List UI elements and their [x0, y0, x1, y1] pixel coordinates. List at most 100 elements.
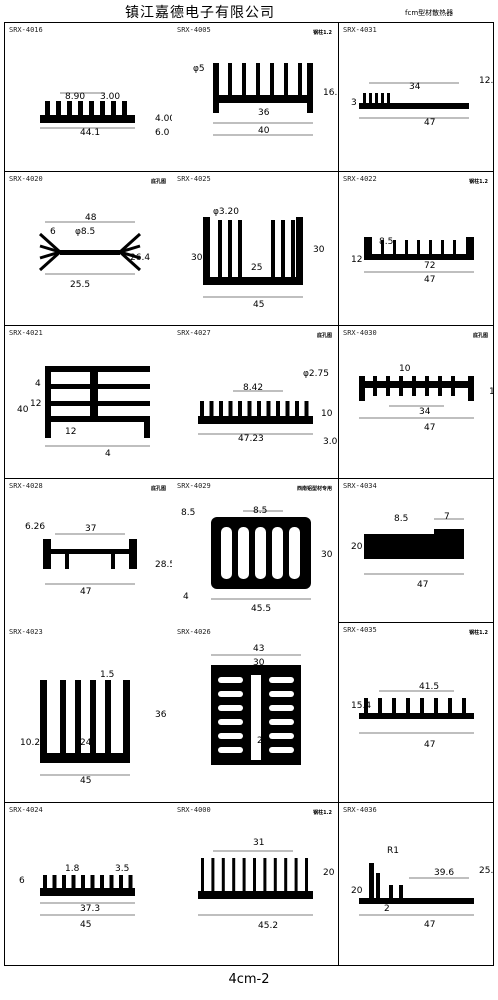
dimension-label: 8.5 — [181, 508, 195, 518]
dimension-label: φ3.20 — [213, 207, 239, 217]
dimension-label: 47 — [417, 580, 428, 590]
product-note: 底孔图 — [150, 179, 166, 185]
product-code: SRX-4025 — [177, 175, 211, 183]
dimension-label: 40 — [258, 126, 270, 136]
dimension-label: 43 — [253, 644, 264, 654]
product-cell: SRX-4034 8.5 7 20 47 — [339, 479, 494, 622]
dimension-label: 2 — [384, 904, 390, 914]
product-code: SRX-4030 — [343, 329, 377, 337]
dimension-label: 1.8 — [65, 864, 80, 874]
dimension-label: 4 — [35, 379, 41, 389]
dimension-label: 4 — [105, 449, 111, 459]
dimension-label: R1 — [387, 846, 399, 856]
heatsink-profile-drawing: 8.5 8.5 45.5 30 4 — [181, 506, 333, 614]
dimension-label: 8.5 — [394, 514, 408, 524]
product-code: SRX-4027 — [177, 329, 211, 337]
dimension-label: 4 — [183, 592, 189, 602]
dimension-label: 47 — [424, 423, 435, 433]
dimension-label: 20 — [323, 868, 335, 878]
dimension-label: 47.23 — [238, 434, 264, 444]
product-code: SRX-4035 — [343, 626, 377, 634]
dimension-label: φ2.75 — [303, 369, 329, 379]
product-code: SRX-4005 — [177, 26, 211, 34]
dimension-label: 48 — [85, 213, 97, 223]
dimension-label: 15.4 — [351, 701, 371, 711]
dimension-label: 47 — [424, 740, 435, 750]
dimension-label: 10 — [399, 364, 411, 374]
dimension-label: 36 — [155, 710, 167, 720]
dimension-label: 41.5 — [419, 682, 439, 692]
heatsink-profile-drawing: 10344712 — [359, 364, 494, 433]
product-grid: SRX-4016 8.903.0044.16.04.00SRX-4005钢柱1.… — [4, 22, 494, 966]
dimension-label: 30 — [321, 550, 333, 560]
dimension-label: 8.5 — [253, 506, 267, 516]
dimension-label: 34 — [409, 82, 421, 92]
dimension-label: 45 — [253, 300, 264, 310]
dimension-label: 12.5 — [479, 76, 494, 86]
dimension-label: 45.5 — [251, 604, 271, 614]
dimension-label: 45.2 — [258, 921, 278, 931]
dimension-label: 12 — [489, 387, 494, 397]
dimension-label: 6 — [19, 876, 25, 886]
dimension-label: 12 — [65, 427, 76, 437]
product-code: SRX-4024 — [9, 806, 43, 814]
dimension-label: 30 — [253, 658, 265, 668]
dimension-label: 3.5 — [115, 864, 129, 874]
dimension-label: 28.5 — [155, 560, 172, 570]
dimension-label: 8.42 — [243, 383, 263, 393]
heatsink-profile-drawing: 41.5 15.4 47 — [351, 682, 474, 750]
dimension-label: 39.6 — [434, 868, 454, 878]
page-title: 镇江嘉德电子有限公司 — [125, 5, 275, 21]
product-note: 底孔图 — [472, 333, 488, 339]
product-note: 底孔图 — [316, 333, 332, 339]
dimension-label: 37 — [85, 524, 96, 534]
dimension-label: 12 — [351, 255, 362, 265]
product-code: SRX-4000 — [177, 806, 211, 814]
dimension-label: 1.5 — [100, 670, 114, 680]
product-code: SRX-4022 — [343, 175, 377, 183]
dimension-label: 3.05 — [323, 437, 338, 447]
product-code: SRX-4034 — [343, 482, 377, 490]
page-number: 4cm-2 — [228, 972, 270, 987]
dimension-label: 20 — [351, 542, 363, 552]
dimension-label: 44.1 — [80, 128, 100, 138]
dimension-label: 8.5 — [379, 237, 393, 247]
product-code: SRX-4031 — [343, 26, 377, 34]
dimension-label: φ5 — [193, 64, 205, 74]
dimension-label: 8.90 — [65, 92, 85, 102]
product-code: SRX-4036 — [343, 806, 377, 814]
product-code: SRX-4021 — [9, 329, 43, 337]
product-code: SRX-4029 — [177, 482, 211, 490]
dimension-label: 45 — [80, 920, 91, 930]
dimension-label: 25.9 — [479, 866, 494, 876]
dimension-label: 3.00 — [100, 92, 120, 102]
product-note: 钢柱1.2 — [469, 179, 488, 185]
dimension-label: 10.25 — [20, 738, 46, 748]
dimension-label: 45 — [80, 776, 91, 786]
dimension-label: 31 — [253, 838, 264, 848]
dimension-label: 3 — [351, 98, 357, 108]
dimension-label: 30 — [313, 245, 325, 255]
dimension-label: 6 — [50, 227, 56, 237]
dimension-label: 7 — [444, 512, 450, 522]
dimension-label: 30 — [191, 253, 203, 263]
